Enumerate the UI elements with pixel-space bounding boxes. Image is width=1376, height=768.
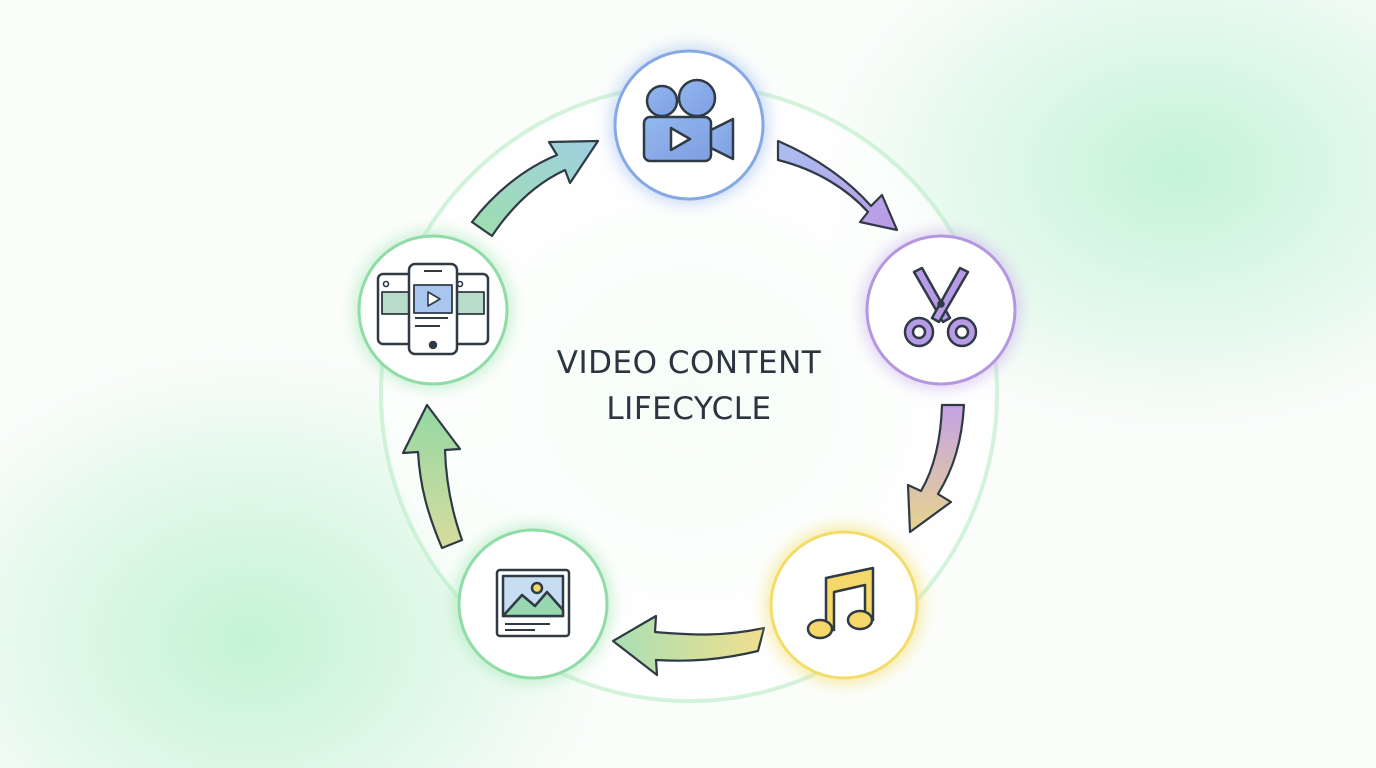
image-icon bbox=[495, 568, 571, 638]
arrow-publish-to-record bbox=[470, 139, 600, 238]
arrow-record-to-edit bbox=[776, 139, 899, 232]
video-camera-icon bbox=[642, 78, 735, 163]
arrow-audio-to-thumbnail bbox=[611, 614, 766, 677]
music-note-icon bbox=[806, 566, 875, 640]
diagram-title-line-1: VIDEO CONTENT bbox=[557, 345, 822, 381]
node-record[interactable] bbox=[609, 45, 769, 205]
node-thumbnail[interactable] bbox=[453, 524, 613, 684]
node-publish[interactable] bbox=[353, 230, 513, 390]
scissors-icon bbox=[903, 266, 978, 348]
node-edit[interactable] bbox=[861, 230, 1021, 390]
diagram-title-line-2: LIFECYCLE bbox=[606, 391, 771, 427]
arrow-edit-to-audio bbox=[906, 403, 966, 534]
mobile-devices-icon bbox=[376, 262, 490, 356]
node-audio[interactable] bbox=[764, 525, 924, 685]
arrow-thumbnail-to-publish bbox=[401, 403, 464, 550]
